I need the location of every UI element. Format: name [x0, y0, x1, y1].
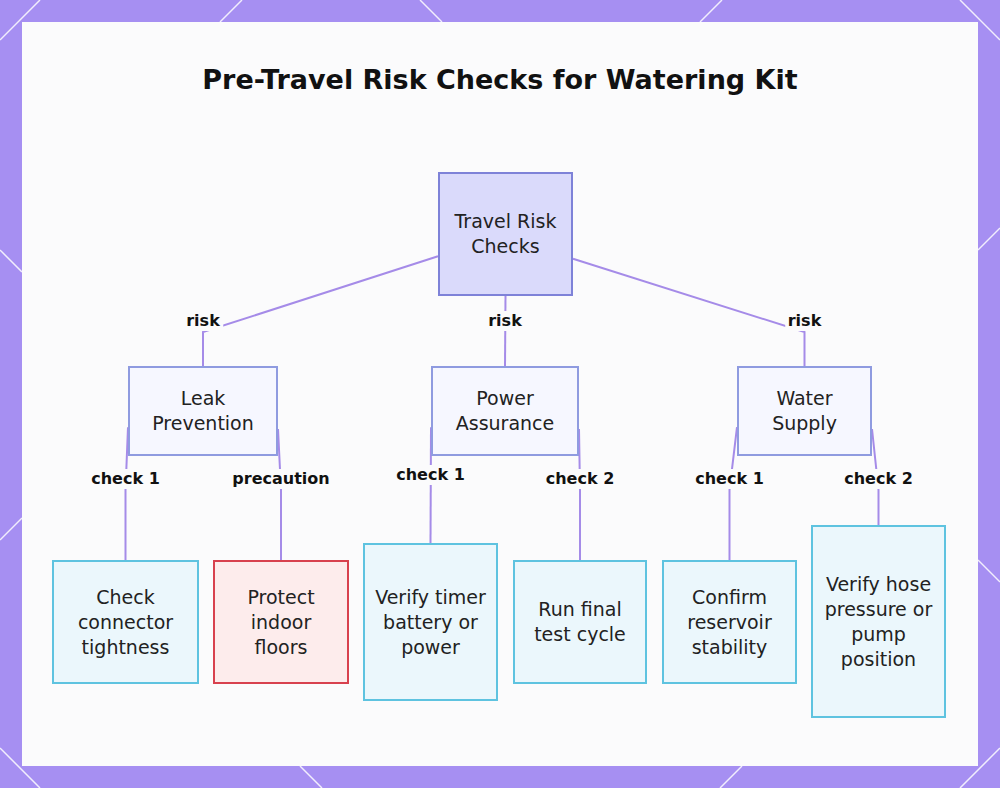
tree-connector [730, 427, 738, 560]
box-label: Verify hose pressure or pump position [821, 572, 936, 672]
box-label: Water Supply [747, 386, 862, 436]
box-text-group: Confirm reservoir stability [672, 585, 787, 660]
box-label: Leak Prevention [138, 386, 268, 436]
connector-label: check 2 [841, 469, 916, 489]
connector-label: check 2 [543, 469, 618, 489]
root-box: Travel Risk Checks [438, 172, 573, 296]
box-label: Run final test cycle [523, 597, 637, 647]
box-text-group: Travel Risk Checks [448, 209, 563, 259]
box-label: Travel Risk Checks [448, 209, 563, 259]
check-box: Verify hose pressure or pump position [811, 525, 946, 718]
tree-connector [203, 256, 438, 366]
box-text-group: Leak Prevention [138, 386, 268, 436]
connector-label: check 1 [692, 469, 767, 489]
box-label: Protect indoor floors [223, 585, 339, 660]
connector-label: precaution [229, 469, 332, 489]
box-text-group: Check connector tightness [62, 585, 189, 660]
box-text-group: Protect indoor floors [223, 585, 339, 660]
tree-connector [573, 259, 805, 366]
category-box: Power Assurance [431, 366, 579, 456]
category-box: Leak Prevention [128, 366, 278, 456]
connector-label: risk [183, 311, 223, 331]
tree-connector [278, 429, 281, 560]
precaution-box: Protect indoor floors [213, 560, 349, 684]
diagram-title: Pre-Travel Risk Checks for Watering Kit [200, 62, 800, 98]
check-box: Verify timer battery or power [363, 543, 498, 701]
connector-label: risk [485, 311, 525, 331]
connector-label: check 1 [88, 469, 163, 489]
box-text-group: Power Assurance [441, 386, 569, 436]
box-label: Check connector tightness [62, 585, 189, 660]
check-box: Confirm reservoir stability [662, 560, 797, 684]
tree-connector [504, 296, 507, 366]
connector-label: risk [785, 311, 825, 331]
box-label: Confirm reservoir stability [672, 585, 787, 660]
check-box: Check connector tightness [52, 560, 199, 684]
box-text-group: Water Supply [747, 386, 862, 436]
box-text-group: Verify hose pressure or pump position [821, 572, 936, 672]
category-box: Water Supply [737, 366, 872, 456]
connector-label: check 1 [393, 465, 468, 485]
box-text-group: Run final test cycle [523, 597, 637, 647]
tree-connector [579, 429, 580, 560]
box-label: Verify timer battery or power [373, 585, 488, 660]
box-label: Power Assurance [441, 386, 569, 436]
box-text-group: Verify timer battery or power [373, 585, 488, 660]
check-box: Run final test cycle [513, 560, 647, 684]
